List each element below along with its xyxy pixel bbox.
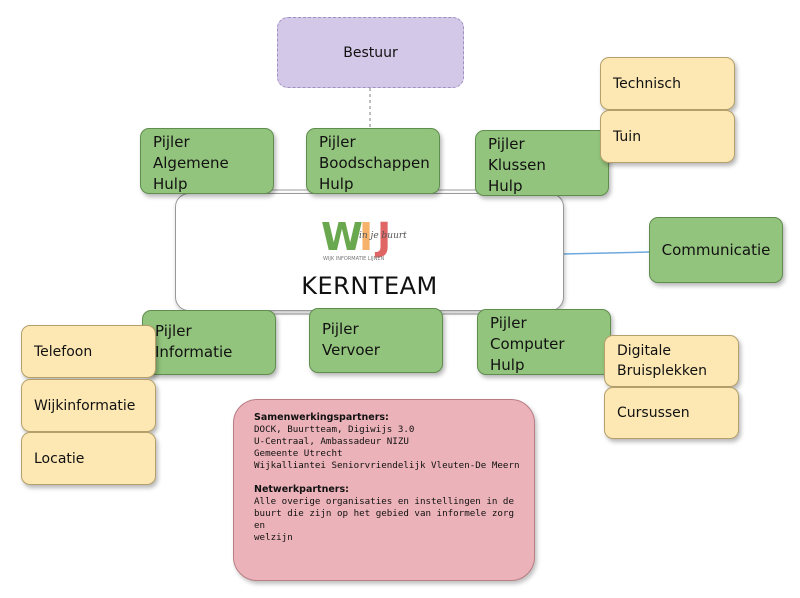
samenwerkingspartners-heading: Samenwerkingspartners: [254, 412, 389, 423]
sub-telefoon: Telefoon [21, 325, 156, 378]
pillar-informatie-label: Pijler Informatie [155, 322, 233, 361]
pillar-algemene-label: Pijler Algemene Hulp [153, 133, 229, 193]
locatie-label: Locatie [34, 450, 85, 467]
partners-box: Samenwerkingspartners: DOCK, Buurtteam, … [233, 399, 535, 581]
partner-line: DOCK, Buurtteam, Digiwijs 3.0 [254, 424, 415, 435]
pillar-computer-hulp: Pijler Computer Hulp [477, 309, 611, 375]
kernteam-box: W I J in je buurt WIJK INFORMATIE LIJNEN… [175, 193, 564, 311]
netwerkpartners-heading: Netwerkpartners: [254, 484, 349, 495]
wij-logo: W I J in je buurt WIJK INFORMATIE LIJNEN [321, 215, 407, 262]
bestuur-label: Bestuur [343, 44, 398, 61]
network-line: buurt die zijn op het gebied van informe… [254, 508, 514, 531]
sub-cursussen: Cursussen [604, 387, 739, 439]
telefoon-label: Telefoon [34, 343, 93, 360]
sub-tuin: Tuin [600, 110, 735, 163]
sub-wijkinformatie: Wijkinformatie [21, 379, 156, 432]
digitale-label: Digitale Bruisplekken [617, 343, 708, 379]
pillar-klussen-label: Pijler Klussen Hulp [488, 135, 546, 195]
partners-spacer [254, 472, 520, 484]
logo-w: W [321, 215, 363, 259]
logo-script: in je buurt [359, 231, 407, 241]
pillar-communicatie: Communicatie [649, 217, 783, 283]
kernteam-title: KERNTEAM [301, 272, 438, 300]
pillar-vervoer-label: Pijler Vervoer [322, 320, 380, 359]
communicatie-connector [562, 251, 651, 255]
sub-digitale-bruisplekken: Digitale Bruisplekken [604, 335, 739, 387]
logo-tagline: WIJK INFORMATIE LIJNEN [323, 256, 385, 262]
pillar-informatie: Pijler Informatie [142, 310, 276, 375]
partner-line: U-Centraal, Ambassadeur NIZU [254, 436, 409, 447]
bestuur-box: Bestuur [277, 17, 464, 88]
tuin-label: Tuin [613, 128, 642, 145]
logo-i: I [359, 215, 373, 259]
pillar-algemene-hulp: Pijler Algemene Hulp [140, 128, 274, 194]
pillar-vervoer: Pijler Vervoer [309, 308, 443, 373]
logo-j: J [374, 215, 391, 259]
technisch-label: Technisch [613, 75, 681, 92]
network-line: Alle overige organisaties en instellinge… [254, 496, 514, 507]
network-line: welzijn [254, 532, 293, 543]
pillar-boodschappen-label: Pijler Boodschappen Hulp [319, 133, 430, 193]
sub-technisch: Technisch [600, 57, 735, 110]
sub-locatie: Locatie [21, 432, 156, 485]
communicatie-label: Communicatie [661, 241, 771, 259]
pillar-boodschappen-hulp: Pijler Boodschappen Hulp [306, 128, 440, 194]
wijkinformatie-label: Wijkinformatie [34, 397, 136, 414]
partner-line: Gemeente Utrecht [254, 448, 343, 459]
partner-line: Wijkalliantei Seniorvriendelijk Vleuten-… [254, 460, 520, 471]
pillar-computer-label: Pijler Computer Hulp [490, 314, 565, 374]
pillar-klussen-hulp: Pijler Klussen Hulp [475, 130, 609, 196]
cursussen-label: Cursussen [617, 405, 690, 421]
